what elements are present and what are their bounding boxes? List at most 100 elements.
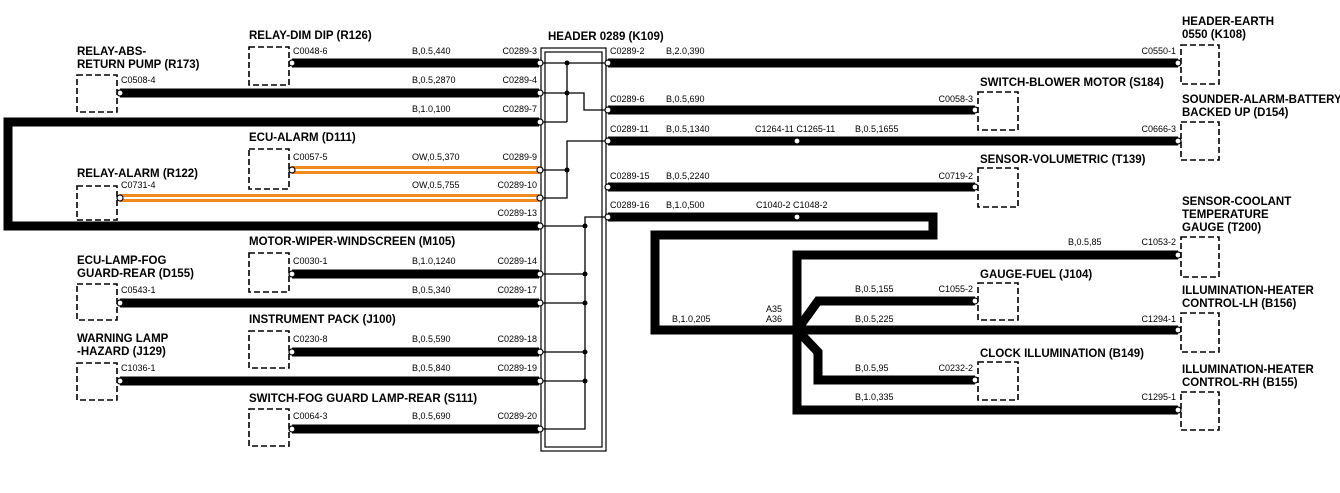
connector-label: C0289-18: [497, 334, 537, 344]
connector-label: C1294-1: [1141, 314, 1176, 324]
connector-label: C1264-11 C1265-11: [755, 124, 835, 134]
wire-spec: B,0.5,840: [412, 363, 451, 373]
wire-c1053-2: [792, 250, 1178, 330]
connector-label: C0289-6: [610, 94, 645, 104]
wire-spec: B,0.5,155: [855, 284, 894, 294]
component-titles: RELAY-DIM DIP (R126) RELAY-ABS- RETURN P…: [77, 16, 1340, 405]
illum-rh-title-2: CONTROL-RH (B155): [1182, 377, 1298, 389]
connector-label: C0289-19: [497, 363, 537, 373]
ecu-lamp-fog-title-2: GUARD-REAR (D155): [77, 268, 194, 280]
motor-wiper-box: [248, 252, 290, 293]
right-wires: [608, 58, 1178, 415]
connector-label: C1053-2: [1141, 237, 1176, 247]
wire-spec: B,0.5,2870: [412, 75, 456, 85]
splice-label: A35: [766, 304, 782, 314]
illum-lh-box: [1180, 312, 1220, 353]
warning-lamp-title: WARNING LAMP: [77, 333, 169, 345]
wire-spec: B,0.5,1655: [855, 124, 899, 134]
ecu-lamp-fog-title: ECU-LAMP-FOG: [77, 255, 166, 267]
ecu-alarm-box: [248, 148, 290, 190]
connector-label: C0289-16: [610, 200, 650, 210]
illum-lh-title-2: CONTROL-LH (B156): [1182, 298, 1297, 310]
connector-label: C0289-3: [502, 46, 537, 56]
warning-lamp-box: [76, 362, 118, 401]
switch-blower-box: [977, 91, 1019, 131]
connector-label: C1295-1: [1141, 392, 1176, 402]
wire-labels-left: C0048-6 B,0.5,440 C0289-3 C0508-4 B,0.5,…: [121, 46, 537, 421]
clock-illum-box: [977, 361, 1019, 401]
wire-c1055-2: [793, 296, 975, 333]
wire-spec: B,0.5,590: [412, 334, 451, 344]
relay-alarm-title: RELAY-ALARM (R122): [77, 168, 198, 180]
connector-label: C0289-7: [502, 104, 537, 114]
connector-label: C0232-2: [938, 363, 973, 373]
instrument-pack-title: INSTRUMENT PACK (J100): [249, 314, 396, 326]
illum-rh-title: ILLUMINATION-HEATER: [1182, 364, 1315, 376]
wire-spec: B,0.5,340: [412, 285, 451, 295]
connector-label: C0289-11: [610, 124, 649, 134]
header-0289-block: [540, 47, 607, 452]
connector-label: C0289-4: [502, 75, 537, 85]
connector-label: C0048-6: [293, 46, 328, 56]
wire-spec: B,0.5,85: [1068, 237, 1102, 247]
switch-fog-title: SWITCH-FOG GUARD LAMP-REAR (S111): [249, 393, 477, 405]
clock-illum-title: CLOCK ILLUMINATION (B149): [980, 348, 1144, 360]
connector-label: C0289-10: [497, 180, 537, 190]
sounder-box: [1180, 121, 1220, 161]
wire-spec: B,1.0,335: [855, 392, 894, 402]
ecu-alarm-title: ECU-ALARM (D111): [249, 132, 356, 144]
connector-label: C1036-1: [121, 363, 156, 373]
wire-spec: OW,0.5,755: [412, 180, 460, 190]
wire-spec: B,0.5,440: [412, 46, 451, 56]
switch-blower-title: SWITCH-BLOWER MOTOR (S184): [980, 77, 1164, 89]
sounder-title: SOUNDER-ALARM-BATTERY: [1182, 94, 1340, 106]
wire-c0289-16: [608, 212, 938, 335]
sensor-coolant-title-3: GAUGE (T200): [1182, 222, 1261, 234]
wire-spec: B,0.5,1340: [666, 124, 710, 134]
illum-lh-title: ILLUMINATION-HEATER: [1182, 285, 1315, 297]
connector-label: C1055-2: [938, 284, 973, 294]
relay-abs-title: RELAY-ABS-: [77, 46, 146, 58]
connector-label: C0289-13: [497, 208, 537, 218]
relay-alarm-box: [76, 185, 118, 221]
wire-loop-c0289-7-13: [3, 117, 539, 231]
relay-abs-box: [76, 74, 118, 113]
connector-label: C0719-2: [938, 171, 973, 181]
connector-label: C0508-4: [121, 75, 156, 85]
gauge-fuel-title: GAUGE-FUEL (J104): [980, 269, 1092, 281]
connector-label: C0058-3: [938, 94, 973, 104]
header-internal-splices: [541, 60, 606, 430]
relay-dim-dip-title: RELAY-DIM DIP (R126): [249, 30, 372, 42]
wire-spec: B,1.0,205: [672, 314, 711, 324]
gauge-fuel-box: [977, 282, 1019, 321]
wire-spec: B,0.5,690: [412, 411, 451, 421]
wire-spec: B,1.0,1240: [412, 256, 456, 266]
wire-labels-right: C0289-2 B,2.0,390 C0550-1 C0289-6 B,0.5,…: [610, 46, 1176, 402]
connector-label: C0289-15: [610, 171, 650, 181]
connector-label: C0057-5: [293, 152, 328, 162]
header-earth-title: HEADER-EARTH: [1182, 16, 1274, 28]
wire-spec: OW,0.5,370: [412, 152, 460, 162]
connector-label: C0030-1: [293, 256, 328, 266]
connector-label: C0289-17: [497, 285, 537, 295]
header-earth-box: [1180, 44, 1220, 85]
wire-spec: B,0.5,225: [855, 314, 894, 324]
wire-spec: B,2.0,390: [666, 46, 705, 56]
connector-label: C0289-9: [502, 152, 537, 162]
header-title: HEADER 0289 (K109): [548, 31, 664, 43]
wire-spec: B,0.5,95: [855, 363, 889, 373]
connector-label: C0543-1: [121, 285, 156, 295]
header-earth-title-2: 0550 (K108): [1182, 29, 1246, 41]
connector-label: C1040-2 C1048-2: [756, 200, 828, 210]
wire-spec: B,1.0,500: [666, 200, 705, 210]
warning-lamp-title-2: -HAZARD (J129): [77, 346, 166, 358]
relay-abs-title-2: RETURN PUMP (R173): [77, 59, 200, 71]
sensor-coolant-title-2: TEMPERATURE: [1182, 209, 1269, 221]
connector-label: C0550-1: [1141, 46, 1176, 56]
connector-label: C0064-3: [293, 411, 328, 421]
connector-label: C0289-20: [497, 411, 537, 421]
connector-label: C0230-8: [293, 334, 328, 344]
instrument-pack-box: [248, 330, 290, 369]
connector-label: C0666-3: [1141, 124, 1176, 134]
